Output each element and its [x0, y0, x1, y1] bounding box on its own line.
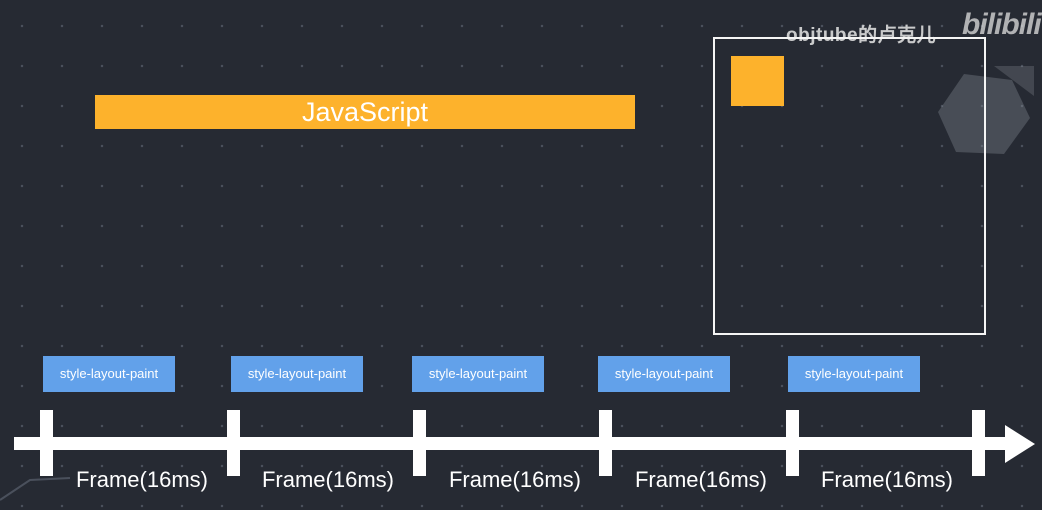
- bilibili-logo: bilibili: [962, 8, 1042, 41]
- pipeline-block: style-layout-paint: [43, 356, 175, 392]
- frame-label: Frame(16ms): [261, 467, 394, 492]
- frame-boundary-tick: [786, 410, 799, 476]
- frame-boundary-tick: [40, 410, 53, 476]
- pipeline-block: style-layout-paint: [412, 356, 544, 392]
- frame-boundary-tick: [599, 410, 612, 476]
- frame-boundary-tick: [227, 410, 240, 476]
- timeline-axis: [14, 437, 1010, 450]
- frame-label: Frame(16ms): [820, 467, 953, 492]
- frame-label: Frame(16ms): [634, 467, 767, 492]
- animated-square: [731, 56, 784, 106]
- frame-label: Frame(16ms): [448, 467, 581, 492]
- frame-boundary-tick: [413, 410, 426, 476]
- frame-label: Frame(16ms): [75, 467, 208, 492]
- corner-decoration: [0, 477, 71, 501]
- watermark-text: objtube的卢克儿: [786, 25, 937, 46]
- arrow-right-icon: [1005, 425, 1035, 463]
- pipeline-block: style-layout-paint: [598, 356, 730, 392]
- viewport-frame: [713, 37, 986, 335]
- pipeline-block: style-layout-paint: [788, 356, 920, 392]
- pipeline-block: style-layout-paint: [231, 356, 363, 392]
- javascript-task-bar: JavaScript: [95, 95, 635, 129]
- frame-boundary-tick: [972, 410, 985, 476]
